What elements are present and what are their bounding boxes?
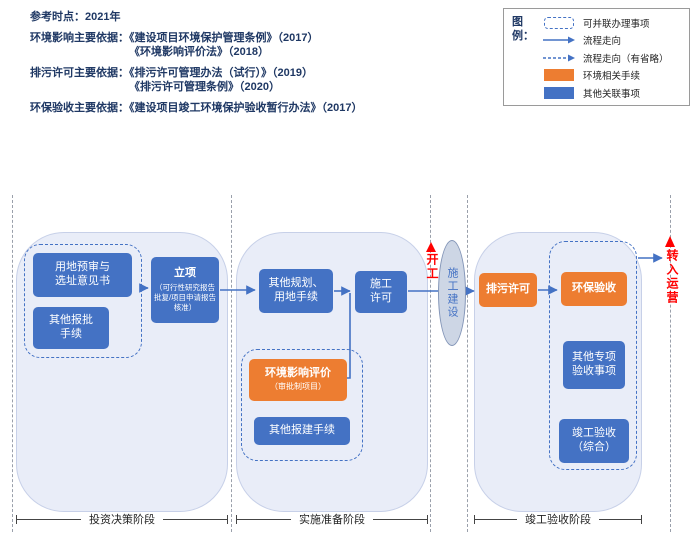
start-construction-arrow-icon xyxy=(426,242,436,252)
milestone-to-operation: 转入运营 xyxy=(665,249,679,305)
permit-basis-line1: 排污许可主要依据：《排污许可管理办法（试行）》（2019） xyxy=(30,67,313,79)
phase2-label: 实施准备阶段 xyxy=(299,514,365,526)
legend-title: 图例： xyxy=(512,16,534,42)
dashed-group-icon xyxy=(542,16,576,29)
legend-rows: 可并联办理事项 流程走向 流程走向（有省略） 环境相关手续 其他关联事项 xyxy=(542,15,683,100)
node-land-preapproval: 用地预审与 选址意见书 xyxy=(33,253,132,297)
eia-basis: 环境影响主要依据：《建设项目环境保护管理条例》（2017） 《环境影响评价法》（… xyxy=(30,31,362,59)
milestone-start-construction: 开工 xyxy=(425,253,439,281)
node-project-initiation-title: 立项 xyxy=(174,266,196,279)
legend-box: 图例： 可并联办理事项 流程走向 流程走向（有省略） 环境相关手续 xyxy=(503,8,690,106)
parallel-group-prep xyxy=(241,349,363,461)
eia-basis-line1: 环境影响主要依据：《建设项目环境保护管理条例》（2017） xyxy=(30,32,319,44)
parallel-group-investment xyxy=(24,244,142,358)
guide-line-phase1-2 xyxy=(231,195,232,532)
legend-row-parallel: 可并联办理事项 xyxy=(542,15,683,30)
node-land-preapproval-label: 用地预审与 选址意见书 xyxy=(55,261,110,287)
guide-line-phase3-left xyxy=(467,195,468,532)
node-eia: 环境影响评价 （审批制项目） xyxy=(249,359,347,401)
reference-notes: 参考时点：2021年 环境影响主要依据：《建设项目环境保护管理条例》（2017）… xyxy=(30,10,362,122)
node-completion-acceptance: 竣工验收 （综合） xyxy=(559,419,629,463)
legend-row-env: 环境相关手续 xyxy=(542,68,683,83)
legend-row-other: 其他关联事项 xyxy=(542,85,683,100)
node-eia-title: 环境影响评价 xyxy=(265,366,331,379)
node-env-acceptance-label: 环保验收 xyxy=(572,282,616,295)
node-project-initiation: 立项 （可行性研究报告批复/项目申请报告核准） xyxy=(151,257,219,323)
node-env-acceptance: 环保验收 xyxy=(561,272,627,306)
node-eia-sub: （审批制项目） xyxy=(270,382,326,392)
orange-swatch-icon xyxy=(542,69,576,81)
bracket-phase1: 投资决策阶段 xyxy=(16,512,228,526)
legend-label-flow: 流程走向 xyxy=(583,36,622,47)
guide-line-start-construction xyxy=(430,195,431,532)
node-special-acceptance: 其他专项 验收事项 xyxy=(563,341,625,389)
node-other-construction-filing-label: 其他报建手续 xyxy=(269,424,335,437)
node-special-acceptance-label: 其他专项 验收事项 xyxy=(572,351,616,377)
node-construction-permit-label: 施工 许可 xyxy=(370,278,392,304)
solid-arrow-icon xyxy=(542,35,576,45)
legend-row-flow: 流程走向 xyxy=(542,33,683,48)
acceptance-basis: 环保验收主要依据：《建设项目竣工环境保护验收暂行办法》（2017） xyxy=(30,102,363,114)
node-pollution-permit-label: 排污许可 xyxy=(486,283,530,296)
node-construction-permit: 施工 许可 xyxy=(355,271,407,313)
permit-basis: 排污许可主要依据：《排污许可管理办法（试行）》（2019） 《排污许可管理条例》… xyxy=(30,66,362,94)
legend-label-env: 环境相关手续 xyxy=(583,71,641,82)
node-other-approval-label: 其他报批 手续 xyxy=(49,314,93,340)
node-completion-acceptance-label: 竣工验收 （综合） xyxy=(572,427,616,453)
legend-row-flow-omitted: 流程走向（有省略） xyxy=(542,50,683,65)
node-pollution-permit: 排污许可 xyxy=(479,273,537,307)
legend-label-other: 其他关联事项 xyxy=(583,88,641,100)
blue-swatch-icon xyxy=(542,86,576,99)
bracket-phase3: 竣工验收阶段 xyxy=(474,512,642,526)
guide-line-left xyxy=(12,195,13,532)
reference-time: 参考时点：2021年 xyxy=(30,11,121,23)
node-project-initiation-sub: （可行性研究报告批复/项目申请报告核准） xyxy=(153,282,217,312)
dashed-arrow-icon xyxy=(542,53,576,63)
node-other-construction-filing: 其他报建手续 xyxy=(254,417,350,445)
legend-label-flow-omitted: 流程走向（有省略） xyxy=(583,53,669,65)
guide-line-operation xyxy=(670,195,671,532)
bracket-phase2: 实施准备阶段 xyxy=(236,512,428,526)
construction-phase-ellipse: 施工建设 xyxy=(438,240,466,346)
construction-phase-label: 施工建设 xyxy=(446,267,458,319)
parallel-group-acceptance xyxy=(549,241,637,470)
permit-basis-line2: 《排污许可管理条例》（2020） xyxy=(129,81,280,93)
node-other-planning-label: 其他规划、 用地手续 xyxy=(268,277,324,303)
node-other-planning: 其他规划、 用地手续 xyxy=(259,269,333,313)
phase3-label: 竣工验收阶段 xyxy=(525,514,591,526)
legend-label-parallel: 可并联办理事项 xyxy=(583,18,650,30)
node-other-approval: 其他报批 手续 xyxy=(33,307,109,349)
phase1-label: 投资决策阶段 xyxy=(89,514,155,526)
eia-basis-line2: 《环境影响评价法》（2018） xyxy=(129,46,269,58)
